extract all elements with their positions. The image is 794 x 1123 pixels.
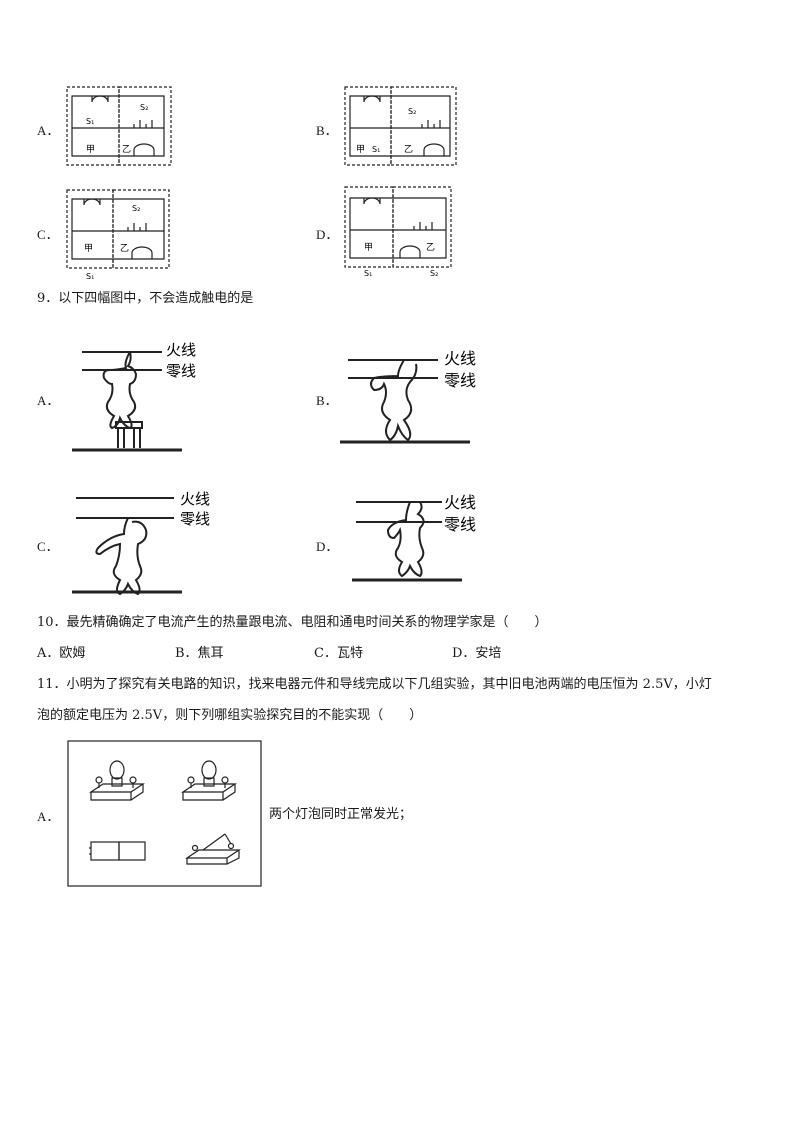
q9-option-c-figure: 火线 零线	[72, 490, 210, 596]
q8-d-jia: 甲	[364, 242, 373, 253]
q11-option-a-apparatus	[67, 740, 262, 887]
q10-choice-c: C．瓦特	[314, 646, 363, 661]
q9-option-b-label: B．	[316, 393, 338, 408]
q9-c-fire-wire: 火线	[180, 490, 210, 508]
q8-d-s2: S₂	[430, 269, 438, 278]
q9-stem: 9．以下四幅图中，不会造成触电的是	[37, 291, 254, 306]
q10-stem: 10．最先精确确定了电流产生的热量跟电流、电阻和通电时间关系的物理学家是（ ）	[37, 615, 548, 630]
q8-b-jia: 甲	[356, 144, 365, 155]
q9-a-neutral-wire: 零线	[166, 362, 196, 380]
q10-choice-d: D．安培	[452, 646, 502, 661]
q8-option-c-label: C．	[37, 227, 59, 242]
q8-b-yi: 乙	[404, 144, 413, 155]
q9-d-neutral-wire: 零线	[444, 515, 476, 534]
q10-choice-b: B．焦耳	[175, 646, 224, 661]
q8-d-s1: S₁	[364, 269, 372, 278]
q10-choice-a: A．欧姆	[37, 646, 86, 661]
q8-a-s2: S₂	[140, 103, 148, 112]
q11-option-a-label: A．	[37, 809, 60, 824]
q8-option-d-circuit: S₁ S₂ 甲 乙	[344, 186, 452, 278]
q9-b-fire-wire: 火线	[444, 349, 476, 368]
q9-option-c-label: C．	[37, 539, 59, 554]
q9-a-fire-wire: 火线	[166, 341, 196, 359]
q8-c-jia: 甲	[84, 243, 93, 254]
q9-option-b-figure: 火线 零线	[340, 349, 476, 444]
q9-option-d-label: D．	[316, 539, 339, 554]
q8-c-s2: S₂	[132, 204, 140, 213]
q8-a-s1: S₁	[86, 117, 94, 126]
q8-option-a-circuit: S₂ S₁ 甲 乙	[66, 86, 172, 166]
q8-option-b-label: B．	[316, 123, 338, 138]
q8-option-c-circuit: S₂ S₁ 甲 乙	[66, 189, 170, 281]
q8-d-yi: 乙	[426, 242, 435, 253]
q9-d-fire-wire: 火线	[444, 493, 476, 512]
q8-a-jia: 甲	[86, 144, 95, 155]
q8-option-d-label: D．	[316, 227, 339, 242]
q11-stem-line1: 11．小明为了探究有关电路的知识，找来电器元件和导线完成以下几组实验，其中旧电池…	[37, 677, 712, 692]
q8-c-s1: S₁	[86, 272, 94, 281]
q9-b-neutral-wire: 零线	[444, 371, 476, 390]
q9-option-a-figure: 火线 零线	[72, 341, 196, 452]
q9-option-d-figure: 火线 零线	[352, 493, 476, 582]
q8-option-b-circuit: S₂ S₁ 甲 乙	[344, 86, 457, 166]
q8-b-s2: S₂	[408, 107, 416, 116]
q8-a-yi: 乙	[122, 144, 131, 155]
q8-c-yi: 乙	[120, 243, 129, 254]
q11-option-a-text: 两个灯泡同时正常发光；	[269, 807, 413, 822]
q9-option-a-label: A．	[37, 393, 60, 408]
q8-b-s1: S₁	[372, 145, 380, 154]
q11-stem-line2: 泡的额定电压为 2.5V，则下列哪组实验探究目的不能实现（ ）	[37, 708, 423, 723]
q8-option-a-label: A．	[37, 123, 60, 138]
q9-c-neutral-wire: 零线	[180, 510, 210, 528]
